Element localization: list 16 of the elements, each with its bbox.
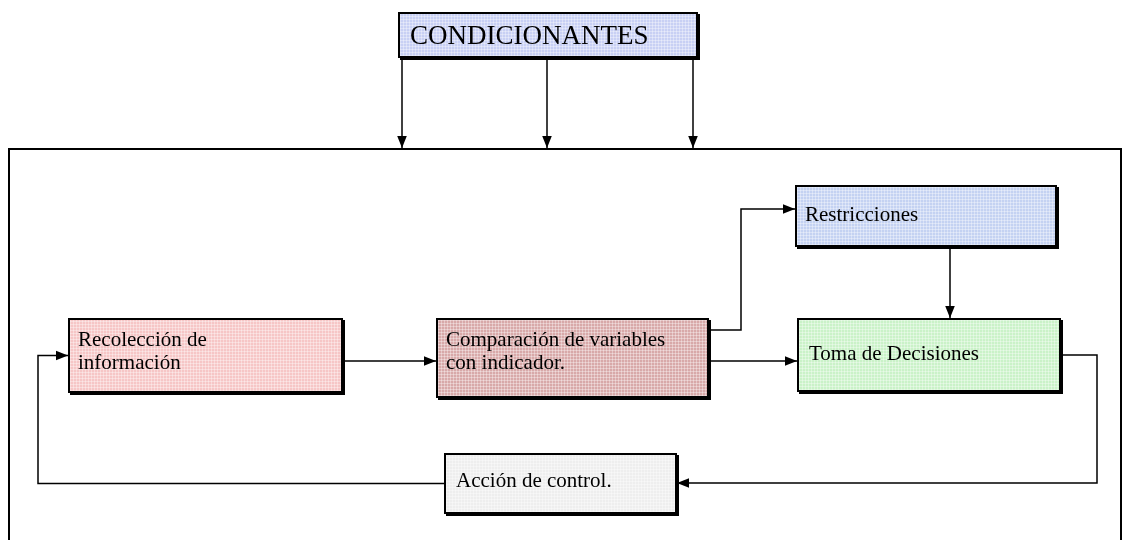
system-frame (8, 148, 1122, 540)
process-box: Acción de control. (444, 453, 677, 514)
arrow (676, 354, 1098, 488)
process-box: Toma de Decisiones (797, 318, 1061, 392)
arrow (708, 356, 798, 366)
heading-box: CONDICIONANTES (398, 12, 698, 58)
process-box: Restricciones (795, 185, 1057, 247)
arrow (342, 356, 437, 366)
arrow (542, 57, 552, 149)
process-box: Recolección de información (68, 318, 343, 393)
arrow (945, 246, 955, 319)
arrow (397, 57, 407, 149)
arrow (688, 57, 698, 149)
arrow (708, 204, 796, 331)
arrow (37, 350, 445, 485)
process-box: Comparación de variables con indicador. (436, 318, 709, 398)
